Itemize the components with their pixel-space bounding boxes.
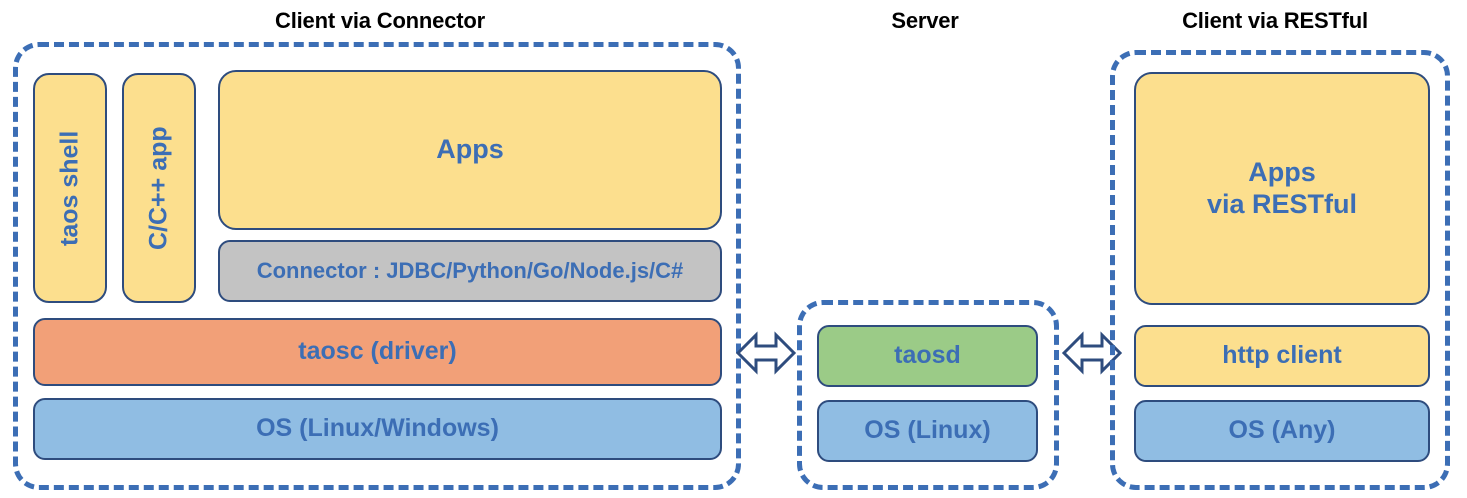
group-client-via-restful — [1110, 50, 1450, 490]
block-taos-shell[interactable]: taos shell — [33, 73, 107, 303]
arrow-taosc-to-taosd — [736, 328, 796, 378]
section-title-client-restful: Client via RESTful — [1182, 8, 1368, 33]
block-taosd[interactable]: taosd — [817, 325, 1038, 387]
block-apps-connector[interactable]: Apps — [218, 70, 722, 230]
group-server — [797, 300, 1059, 490]
apps-restful-line-1: Apps — [1248, 156, 1316, 187]
block-os-any[interactable]: OS (Any) — [1134, 400, 1430, 462]
block-os-linux[interactable]: OS (Linux) — [817, 400, 1038, 462]
block-os-linux-windows[interactable]: OS (Linux/Windows) — [33, 398, 722, 460]
apps-restful-line-2: via RESTful — [1206, 188, 1358, 219]
section-title-client-connector: Client via Connector — [275, 8, 485, 33]
block-http-client[interactable]: http client — [1134, 325, 1430, 387]
section-title-server: Server — [891, 8, 959, 33]
block-taosc-driver[interactable]: taosc (driver) — [33, 318, 722, 386]
group-client-via-connector — [13, 42, 741, 490]
block-c-cpp-app[interactable]: C/C++ app — [122, 73, 196, 303]
arrow-taosd-to-http-client — [1062, 328, 1122, 378]
block-apps-via-restful[interactable]: Apps via RESTful — [1134, 72, 1430, 305]
block-connector-list[interactable]: Connector : JDBC/Python/Go/Node.js/C# — [218, 240, 722, 302]
